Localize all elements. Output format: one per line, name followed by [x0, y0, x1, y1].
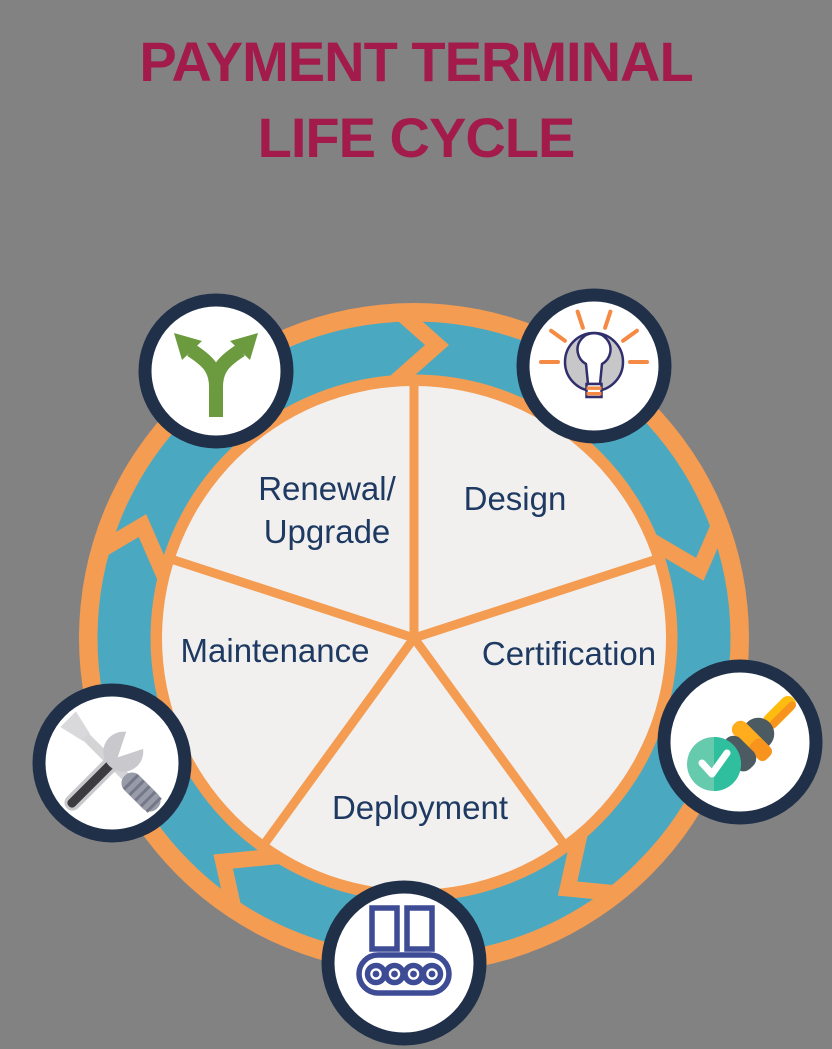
icon-badge-circle [321, 880, 487, 1046]
check-icon [698, 749, 731, 778]
branching-arrows-icon [138, 293, 294, 449]
approval-stamp-icon [657, 659, 823, 825]
repair-tools-icon [32, 683, 192, 843]
segment-label-certification: Certification [482, 635, 656, 672]
spoke [410, 635, 567, 847]
segment-label-deployment: Deployment [332, 789, 508, 826]
conveyor-box [369, 905, 400, 952]
wrench [64, 719, 156, 811]
grip-stripes [122, 773, 162, 813]
segment-label-renewal-line2: Upgrade [264, 513, 391, 550]
roller-hubs [372, 970, 436, 978]
wrench-handle-core [67, 760, 115, 808]
roller [420, 962, 444, 986]
segment-labels: Renewal/ Upgrade Design Certification De… [181, 470, 657, 826]
bulb-base-stripe [586, 386, 602, 390]
stamp-handle-shade [768, 701, 797, 730]
bulb-rays [539, 309, 649, 364]
segment-label-maintenance: Maintenance [181, 632, 370, 669]
approved-mark-circle-shade [714, 737, 741, 791]
arrowhead-left [174, 333, 202, 360]
bulb-base-stripe [586, 392, 602, 396]
screwdriver-blade [60, 711, 91, 742]
branch-arrow-strokes [187, 344, 245, 417]
conveyor-belt [356, 952, 452, 996]
spoke [261, 635, 418, 847]
title-line-2: LIFE CYCLE [257, 106, 576, 169]
page-title: PAYMENT TERMINAL LIFE CYCLE [0, 24, 832, 176]
pie-spokes [171, 384, 657, 847]
segment-label-design: Design [464, 480, 567, 517]
conveyor-belt-icon [321, 880, 487, 1046]
conveyor-box [404, 905, 435, 952]
segment-label-renewal-line1: Renewal/ [258, 470, 396, 507]
conveyor-lines [356, 905, 452, 996]
wrench-jaw-opening [117, 719, 156, 758]
spoke [412, 555, 657, 643]
bulb-glass [576, 331, 612, 386]
lightbulb-idea-icon [516, 288, 672, 444]
arrowhead-right [230, 333, 258, 360]
spoke [171, 555, 416, 643]
title-line-1: PAYMENT TERMINAL [139, 30, 693, 93]
